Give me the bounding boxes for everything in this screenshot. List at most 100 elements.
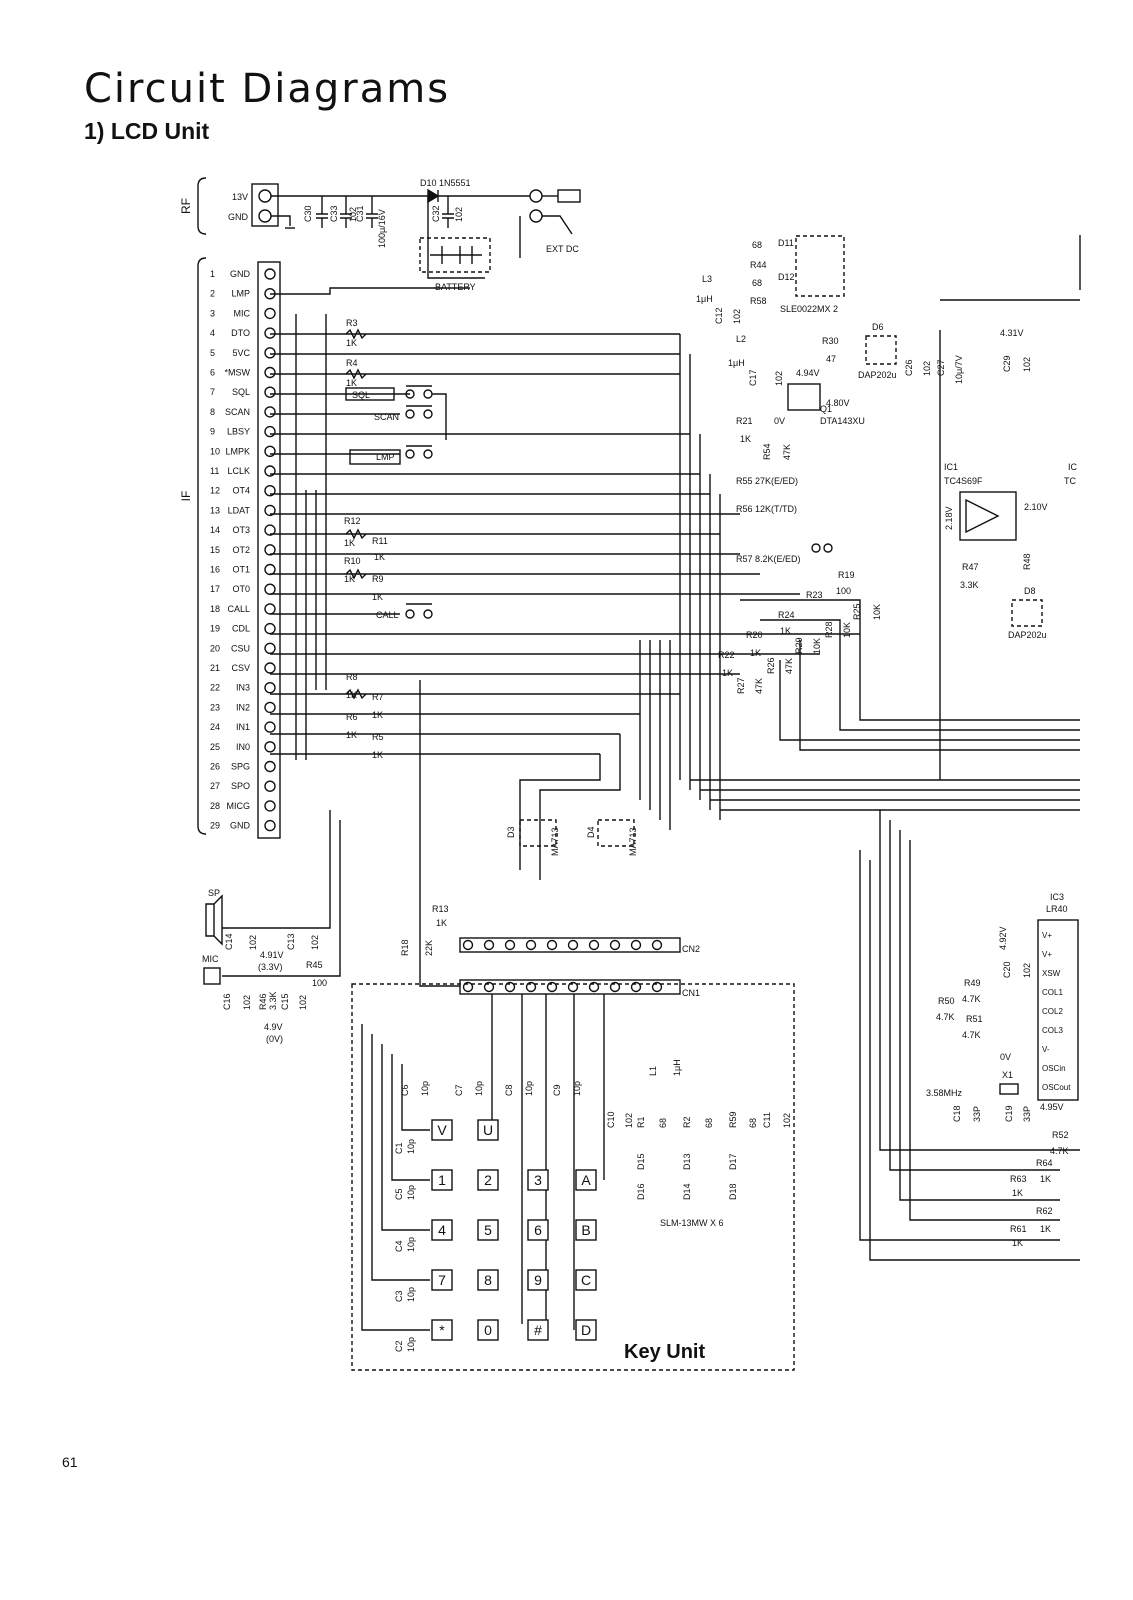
ext-dc-label: EXT DC: [546, 244, 579, 254]
c5-label: C5: [394, 1188, 404, 1200]
r63-value: 1K: [1040, 1174, 1051, 1184]
key-label: 2: [484, 1172, 492, 1188]
key-button: [575, 1319, 597, 1341]
c12-label: C12: [714, 307, 724, 324]
d4-part: MA713: [628, 827, 638, 856]
sle-label: SLE0022MX 2: [780, 304, 838, 314]
r49-value: 4.7K: [962, 994, 981, 1004]
if-pin-number: 3: [210, 308, 215, 318]
d14-label: D14: [682, 1183, 692, 1200]
cn2-pin: [525, 939, 537, 951]
r52-value: 4.7K: [1050, 1146, 1069, 1156]
d17-label: D17: [728, 1153, 738, 1170]
r54-label: R54: [762, 443, 772, 460]
r9-label: R9: [372, 574, 384, 584]
v0-label: 0V: [774, 416, 785, 426]
key-unit-label: Key Unit: [624, 1341, 705, 1363]
if-pin-terminal: [264, 563, 276, 576]
r20-label: R20: [746, 630, 763, 640]
r55-label: R55 27K(E/ED): [736, 476, 798, 486]
if-pin-number: 18: [210, 604, 220, 614]
r51-value: 4.7K: [962, 1030, 981, 1040]
cn1-pin: [588, 981, 600, 993]
r54-value: 47K: [782, 444, 792, 460]
cn1-pin: [630, 981, 642, 993]
if-pin-name: LCLK: [227, 466, 250, 476]
key-label: C: [581, 1272, 591, 1288]
if-pin-name: OT3: [232, 525, 250, 535]
r52-label: R52: [1052, 1130, 1069, 1140]
if-pin-number: 10: [210, 446, 220, 456]
c20-value: 102: [1022, 963, 1032, 978]
if-pin-name: LBSY: [227, 427, 250, 437]
r63-label: R63: [1010, 1174, 1027, 1184]
key-button: [527, 1169, 549, 1191]
if-pin-number: 8: [210, 407, 215, 417]
r58-label: R58: [750, 296, 767, 306]
if-pin-number: 16: [210, 565, 220, 575]
key-label: B: [581, 1222, 590, 1238]
r24-label: R24: [778, 610, 795, 620]
r11-label: R11: [372, 536, 388, 546]
r10-label: R10: [344, 556, 361, 566]
if-pin-number: 13: [210, 505, 220, 515]
if-pin-terminal: [264, 544, 276, 556]
if-pin-number: 25: [210, 742, 220, 752]
c2-value: 10p: [406, 1337, 416, 1352]
v0p-label: (0V): [266, 1034, 283, 1044]
c14-label: C14: [224, 933, 234, 950]
r30-value: 47: [826, 354, 836, 364]
l3-label: L3: [702, 274, 712, 284]
c4-value: 10p: [406, 1237, 416, 1252]
r3-value: 1K: [346, 338, 357, 348]
if-pin-number: 9: [210, 427, 215, 437]
d8-part: DAP202u: [1008, 630, 1047, 640]
r19-label: R19: [838, 570, 855, 580]
c29-label: C29: [1002, 355, 1012, 372]
ic3-pin-label: V+: [1042, 931, 1052, 940]
if-pin-number: 4: [210, 328, 215, 338]
key-label: D: [581, 1322, 591, 1338]
ic3-pin-label: OSCout: [1042, 1083, 1071, 1092]
c11-value: 102: [782, 1113, 792, 1128]
r26-value: 47K: [784, 658, 794, 674]
r18-label: R18: [400, 939, 410, 956]
ic3-pin-label: COL2: [1042, 1007, 1063, 1016]
r23-label: R23: [806, 590, 823, 600]
cn1-pin: [609, 981, 621, 993]
cn1-pin: [651, 981, 663, 993]
key-label: U: [483, 1122, 493, 1138]
if-pin-terminal: [264, 701, 276, 714]
sw-sql-label: SQL: [352, 390, 370, 400]
l1-value: 1μH: [672, 1059, 682, 1076]
r5-value: 1K: [372, 750, 383, 760]
r50-value: 4.7K: [936, 1012, 955, 1022]
r12-value: 1K: [344, 538, 355, 548]
if-pin-terminal: [264, 445, 276, 457]
r7-value: 1K: [372, 710, 383, 720]
if-pin-name: 5VC: [232, 348, 250, 358]
v218-label: 2.18V: [944, 506, 954, 530]
key-unit: Key Unit L1 1μH C10 102 R1 68 R2 68 R59 …: [351, 983, 795, 1371]
cn2-pin: [630, 939, 642, 951]
key-button: [575, 1219, 597, 1241]
ic3-part: LR40: [1046, 904, 1068, 914]
if-pin-terminal: [264, 406, 276, 418]
cap-102-b: 102: [454, 207, 464, 222]
c2-label: C2: [394, 1340, 404, 1352]
if-group-label: IF: [179, 491, 193, 502]
c19-label: C19: [1004, 1105, 1014, 1122]
if-pin-name: OT4: [232, 486, 250, 496]
c9-label: C9: [552, 1084, 562, 1096]
c5-value: 10p: [406, 1185, 416, 1200]
c18-value: 33P: [972, 1106, 982, 1122]
l2-value: 1μH: [728, 358, 745, 368]
c7-label: C7: [454, 1084, 464, 1096]
r1-value: 68: [658, 1118, 668, 1128]
sw-lmp-label: LMP: [376, 452, 395, 462]
d12-label: D12: [778, 272, 795, 282]
key-button: [575, 1269, 597, 1291]
r13-value: 1K: [436, 918, 447, 928]
r22-value: 1K: [722, 668, 733, 678]
